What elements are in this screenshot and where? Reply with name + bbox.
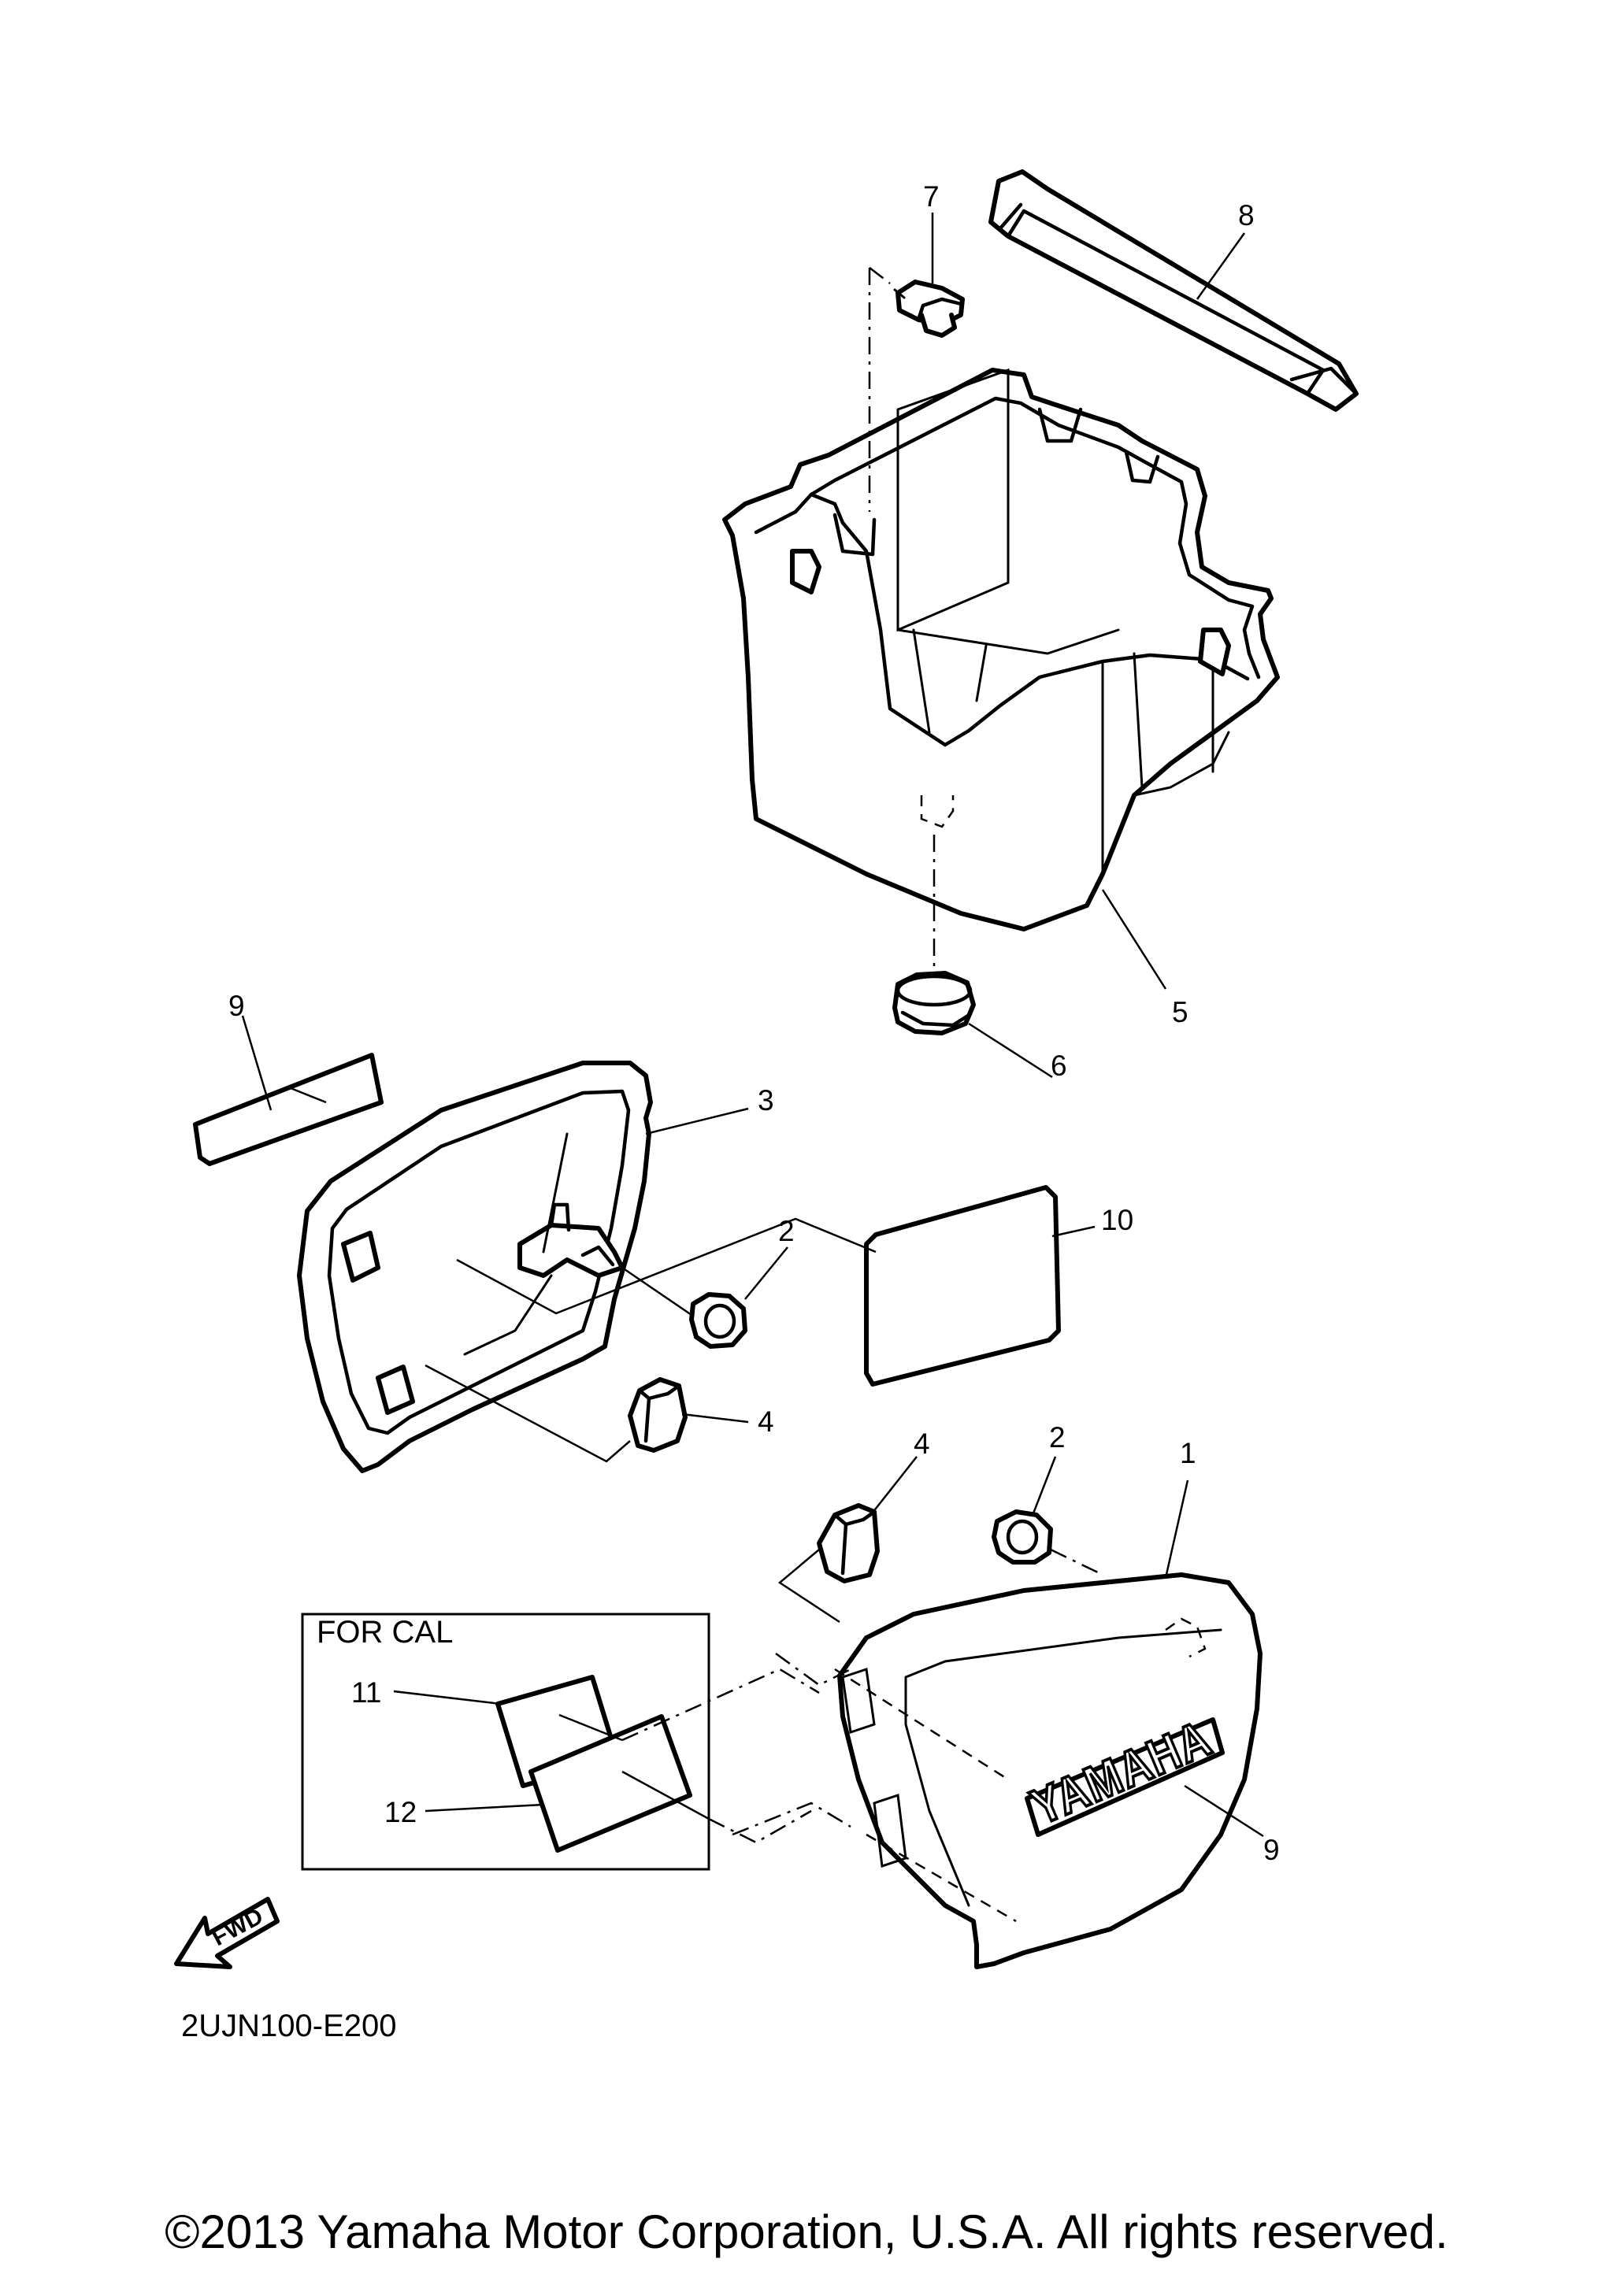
assembly-line bbox=[775, 1652, 851, 1687]
callout-9-left: 9 bbox=[228, 990, 245, 1022]
grommet-upper bbox=[689, 1292, 747, 1349]
callout-2-upper: 2 bbox=[778, 1215, 795, 1247]
callout-9-right: 9 bbox=[1263, 1834, 1280, 1866]
label-sheet bbox=[864, 1185, 1061, 1387]
assembly-line bbox=[732, 1802, 851, 1836]
forward-direction-icon: FWD bbox=[174, 1897, 280, 1969]
bolt bbox=[893, 280, 965, 338]
callout-7: 7 bbox=[923, 180, 940, 213]
diagram-code: 2UJN100-E200 bbox=[181, 2009, 397, 2043]
right-side-cover: YAMAHA bbox=[834, 1572, 1263, 1969]
battery-band bbox=[988, 169, 1359, 412]
callout-4-lower: 4 bbox=[914, 1428, 930, 1460]
emblem-strip bbox=[193, 1015, 384, 1166]
callout-10: 10 bbox=[1101, 1204, 1133, 1236]
callout-4-upper: 4 bbox=[758, 1405, 774, 1438]
assembly-line bbox=[621, 1266, 692, 1316]
clip-lower bbox=[817, 1503, 880, 1583]
callout-2-lower: 2 bbox=[1049, 1421, 1066, 1454]
callout-5: 5 bbox=[1172, 996, 1188, 1028]
callout-3: 3 bbox=[758, 1084, 774, 1117]
left-side-cover bbox=[297, 1061, 653, 1473]
inset-label: FOR CAL bbox=[317, 1615, 453, 1650]
assembly-line bbox=[869, 267, 891, 284]
battery-box bbox=[722, 368, 1280, 931]
callout-1: 1 bbox=[1180, 1437, 1196, 1469]
damper bbox=[892, 971, 976, 1035]
assembly-line bbox=[425, 1364, 631, 1463]
assembly-line bbox=[777, 1549, 840, 1624]
copyright-notice: ©2013 Yamaha Motor Corporation, U.S.A. A… bbox=[165, 2205, 1448, 2258]
grommet-lower bbox=[992, 1509, 1053, 1565]
callout-6: 6 bbox=[1051, 1050, 1067, 1082]
inset-for-cal: FOR CAL bbox=[301, 1613, 820, 1871]
callout-12: 12 bbox=[384, 1796, 417, 1828]
clip-upper bbox=[628, 1377, 688, 1453]
callout-11: 11 bbox=[351, 1676, 381, 1709]
callout-8: 8 bbox=[1238, 199, 1255, 231]
assembly-line bbox=[1050, 1548, 1103, 1576]
assembly-line bbox=[456, 1217, 877, 1315]
